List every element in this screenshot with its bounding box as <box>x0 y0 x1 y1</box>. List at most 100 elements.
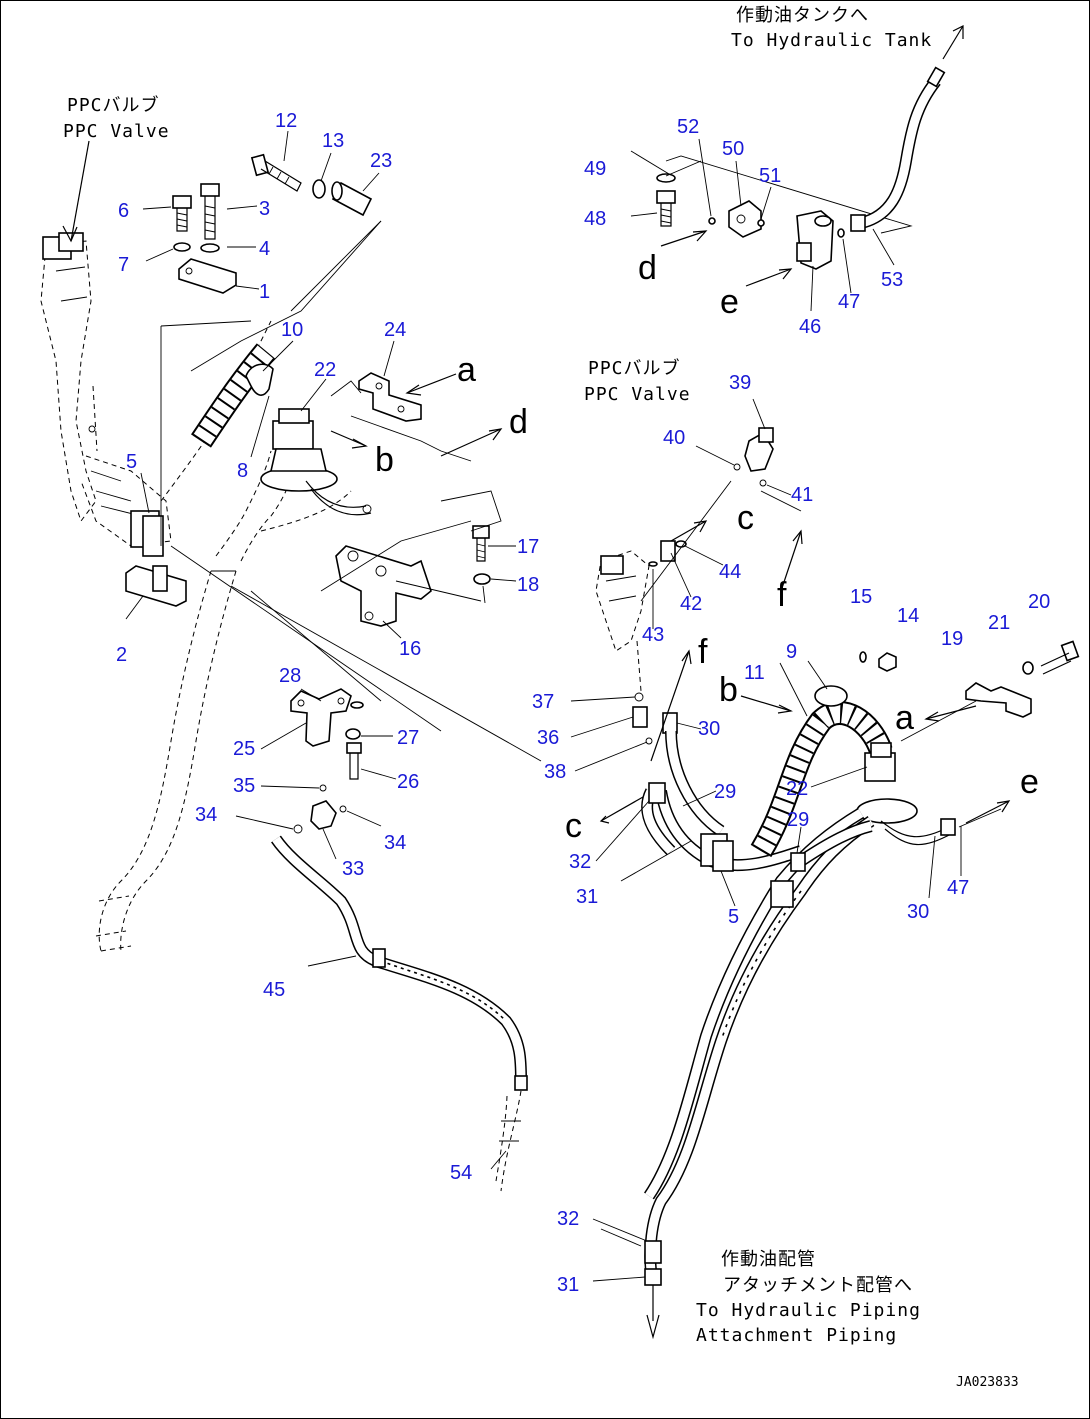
part-number: 39 <box>729 372 751 394</box>
part-number: 28 <box>279 665 301 687</box>
part-number: 41 <box>791 484 813 506</box>
hose-53 <box>850 66 946 232</box>
part-number: 29 <box>714 781 736 803</box>
part-number: 30 <box>907 901 929 923</box>
part-number: 54 <box>450 1162 472 1184</box>
part-number: 31 <box>557 1274 579 1296</box>
part-number: 15 <box>850 586 872 608</box>
part-number: 13 <box>322 130 344 152</box>
part-number: 47 <box>838 291 860 313</box>
part-number: 17 <box>517 536 539 558</box>
connection-letter: a <box>457 351 476 389</box>
part-number: 46 <box>799 316 821 338</box>
part-number: 32 <box>569 851 591 873</box>
ppc-valve-label-en-1: PPC Valve <box>63 121 170 142</box>
part-number: 9 <box>786 641 797 663</box>
protector-9 <box>750 685 918 858</box>
part-number: 20 <box>1028 591 1050 613</box>
fittings-39-44 <box>640 427 802 602</box>
left-ppc-valve-body <box>40 232 172 547</box>
part-number: 40 <box>663 427 685 449</box>
part-number: 42 <box>680 593 702 615</box>
tank-label-jp: 作動油タンクへ <box>736 5 869 26</box>
hoses-long-31-32 <box>644 807 875 1340</box>
part-number: 25 <box>233 738 255 760</box>
part-number: 32 <box>557 1208 579 1230</box>
bolt-12 <box>250 153 373 217</box>
connection-letter: a <box>895 699 914 737</box>
part-number: 35 <box>233 775 255 797</box>
ppc-valve-label-jp-2: PPCバルブ <box>588 357 681 379</box>
part-number: 22 <box>314 359 336 381</box>
part-number: 26 <box>397 771 419 793</box>
connection-letter: c <box>565 807 582 845</box>
bracket-24 <box>358 372 422 422</box>
piping-label-en-1: To Hydraulic Piping <box>696 1300 921 1321</box>
connection-letter-callouts: a a b b c c d d e e f f <box>375 249 1039 845</box>
part-number: 22 <box>786 778 808 800</box>
connection-letter: e <box>1020 763 1039 801</box>
tank-return-assembly <box>656 155 913 270</box>
part-number: 10 <box>281 319 303 341</box>
part-number: 12 <box>275 110 297 132</box>
hose-protector-8 <box>191 343 276 448</box>
part-number: 24 <box>384 319 406 341</box>
callout-texts: 作動油タンクへ To Hydraulic Tank PPCバルブ PPC Val… <box>63 5 1019 1390</box>
hose-30-e <box>880 808 1002 846</box>
part-number: 29 <box>787 809 809 831</box>
part-number: 6 <box>118 200 129 222</box>
hoses-29-30-right <box>641 730 803 872</box>
part-number: 53 <box>881 269 903 291</box>
center-flange-assembly <box>260 408 372 516</box>
part-number: 51 <box>759 165 781 187</box>
connection-letter: f <box>777 576 787 614</box>
part-number: 45 <box>263 979 285 1001</box>
bracket-25 <box>290 688 364 834</box>
drawing-code: JA023833 <box>956 1375 1019 1390</box>
part-number: 21 <box>988 612 1010 634</box>
bracket-1 <box>178 258 237 294</box>
connection-arrows <box>62 25 1011 824</box>
piping-label-jp-1: 作動油配管 <box>721 1249 816 1270</box>
part-number: 7 <box>118 254 129 276</box>
connection-letter: b <box>375 441 394 479</box>
connection-letter: f <box>698 633 708 671</box>
part-number: 44 <box>719 561 741 583</box>
bolt-3 <box>200 183 220 253</box>
part-number: 2 <box>116 644 127 666</box>
part-number: 36 <box>537 727 559 749</box>
bracket-16 <box>335 545 432 627</box>
part-number: 30 <box>698 718 720 740</box>
part-number: 34 <box>195 804 217 826</box>
part-number: 38 <box>544 761 566 783</box>
assembly-guide-lines <box>160 220 542 762</box>
part-number: 31 <box>576 886 598 908</box>
ppc-valve-label-en-2: PPC Valve <box>584 384 691 405</box>
bracket-19 <box>859 640 1080 742</box>
part-number: 14 <box>897 605 919 627</box>
part-number: 19 <box>941 628 963 650</box>
ppc-valve-label-jp-1: PPCバルブ <box>67 94 160 116</box>
part-number: 37 <box>532 691 554 713</box>
connection-letter: d <box>638 249 657 287</box>
part-number: 4 <box>259 238 270 260</box>
part-number: 5 <box>126 451 137 473</box>
connection-letter: b <box>719 671 738 709</box>
connection-letter: c <box>737 499 754 537</box>
clamp-5-left <box>125 510 187 607</box>
connection-letter: e <box>720 283 739 321</box>
piping-label-en-2: Attachment Piping <box>696 1325 897 1346</box>
tank-label-en: To Hydraulic Tank <box>731 30 932 51</box>
left-dashed-hose <box>95 570 237 952</box>
part-number: 23 <box>370 150 392 172</box>
part-number: 16 <box>399 638 421 660</box>
part-number: 50 <box>722 138 744 160</box>
bolt-6 <box>172 195 192 252</box>
part-number: 49 <box>584 158 606 180</box>
leader-lines <box>125 130 962 1282</box>
part-number: 1 <box>259 281 270 303</box>
part-number: 5 <box>728 906 739 928</box>
part-number: 47 <box>947 877 969 899</box>
connection-letter: d <box>509 403 528 441</box>
